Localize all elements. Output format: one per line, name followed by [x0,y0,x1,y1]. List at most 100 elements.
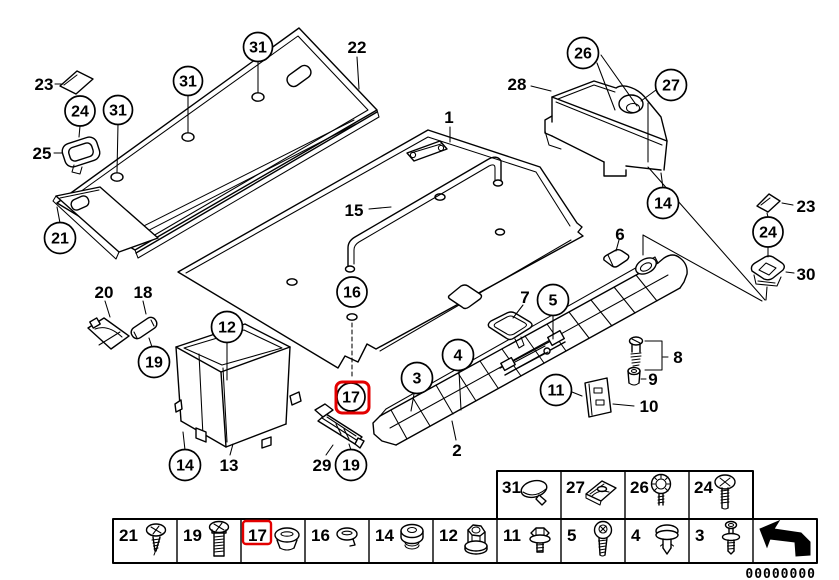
svg-text:5: 5 [549,293,558,310]
label-15[interactable]: 15 [345,201,364,220]
handle-recess [447,284,483,310]
callout-27[interactable]: 27 [654,68,688,102]
callout-11[interactable]: 11 [539,373,573,407]
label-2[interactable]: 2 [452,441,461,460]
screw-8-part [628,336,644,367]
harness-clip [314,403,365,449]
legend-cell-24[interactable]: 24 [694,474,736,510]
panel-hole [494,228,506,236]
callout-5[interactable]: 5 [536,283,570,317]
cap-plug-icon [336,527,358,547]
callout-31-c[interactable]: 31 [242,31,274,63]
legend-cell-11[interactable]: 11 [503,526,551,553]
label-6[interactable]: 6 [615,225,624,244]
cover-20 [87,317,130,350]
legend-cell-5[interactable]: 5 [567,520,613,557]
legend-cell-31[interactable]: 31 [502,478,549,506]
trunk-floor-panel [177,129,584,369]
legend-cell-12[interactable]: 12 [439,524,488,555]
doc-id: 00000000 [745,567,816,580]
svg-text:19: 19 [342,458,360,475]
fastener-hole [110,172,124,182]
callout-4[interactable]: 4 [441,338,475,372]
screw-hole-16 [346,313,358,321]
callout-12[interactable]: 12 [210,310,244,344]
svg-text:27: 27 [566,478,585,497]
bezel-30 [750,255,785,287]
label-18[interactable]: 18 [134,283,153,302]
hex-bolt-icon [529,527,551,553]
svg-text:5: 5 [567,526,576,545]
legend-table: 31 27 26 [112,470,818,564]
cover-6 [603,248,630,268]
callout-24-shelf[interactable]: 24 [64,95,96,127]
legend-cell-14[interactable]: 14 [375,523,424,550]
round-grommet-icon [400,523,424,550]
grip-hole [286,64,312,88]
callout-14-bin[interactable]: 14 [168,448,202,482]
label-9[interactable]: 9 [648,370,657,389]
svg-text:12: 12 [439,526,458,545]
svg-text:16: 16 [311,526,330,545]
cap-nut-icon [464,524,488,555]
fastener-hole [251,92,265,102]
label-13[interactable]: 13 [220,456,239,475]
legend-cell-4[interactable]: 4 [631,524,679,555]
svg-text:4: 4 [454,348,463,365]
label-23-right[interactable]: 23 [797,197,816,216]
legend-cell-arrow[interactable] [759,519,811,557]
label-8[interactable]: 8 [673,348,682,367]
callout-3[interactable]: 3 [400,361,434,395]
legend-cell-27[interactable]: 27 [566,478,617,506]
balloon-callouts: 31 31 31 24 21 16 17 19 12 14 19 26 27 1… [43,31,784,482]
bin-foot [261,436,272,449]
legend-cell-17[interactable]: 17 [241,519,300,551]
knurled-knob-icon [650,473,672,506]
label-30[interactable]: 30 [797,265,816,284]
callout-24-right[interactable]: 24 [752,216,784,248]
svg-text:26: 26 [630,478,649,497]
storage-bin [174,323,302,449]
svg-text:21: 21 [119,526,138,545]
svg-text:12: 12 [218,320,236,337]
bezel-25 [61,136,101,175]
label-29[interactable]: 29 [313,456,332,475]
callout-26[interactable]: 26 [566,36,600,70]
svg-text:16: 16 [343,285,361,302]
cup-7 [487,311,533,349]
legend-cell-19[interactable]: 19 [183,520,230,557]
expanding-rivet-icon [721,520,741,555]
legend-cell-26[interactable]: 26 [630,473,672,506]
label-25[interactable]: 25 [33,144,52,163]
label-7[interactable]: 7 [520,288,529,307]
legend-cell-16[interactable]: 16 [311,526,358,547]
label-23-left[interactable]: 23 [35,75,54,94]
callout-19-left[interactable]: 19 [137,345,171,379]
callout-16[interactable]: 16 [336,276,368,308]
shelf-flap [52,186,159,260]
svg-text:19: 19 [145,355,163,372]
callout-21[interactable]: 21 [43,221,77,255]
bin-tab [289,391,302,406]
callout-31-a[interactable]: 31 [102,94,134,126]
label-22[interactable]: 22 [348,38,367,57]
plate-10-part [584,377,612,418]
folding-handle [344,156,504,273]
legend-cell-3[interactable]: 3 [695,520,741,555]
label-10[interactable]: 10 [640,397,659,416]
svg-text:31: 31 [249,40,267,57]
latch-plate [406,140,448,162]
svg-text:19: 19 [183,526,202,545]
panel-hole [286,278,298,286]
callout-17-highlighted[interactable]: 17 [334,380,371,415]
cover-cap-icon [520,479,548,506]
svg-text:24: 24 [71,104,89,121]
callout-31-b[interactable]: 31 [172,65,204,97]
legend-cell-21[interactable]: 21 [119,523,167,556]
label-1[interactable]: 1 [444,108,453,127]
torx-screw-icon [593,520,613,557]
callout-14-tray[interactable]: 14 [646,186,680,220]
label-20[interactable]: 20 [95,283,114,302]
label-28[interactable]: 28 [508,75,527,94]
callout-19-clip[interactable]: 19 [334,448,368,482]
